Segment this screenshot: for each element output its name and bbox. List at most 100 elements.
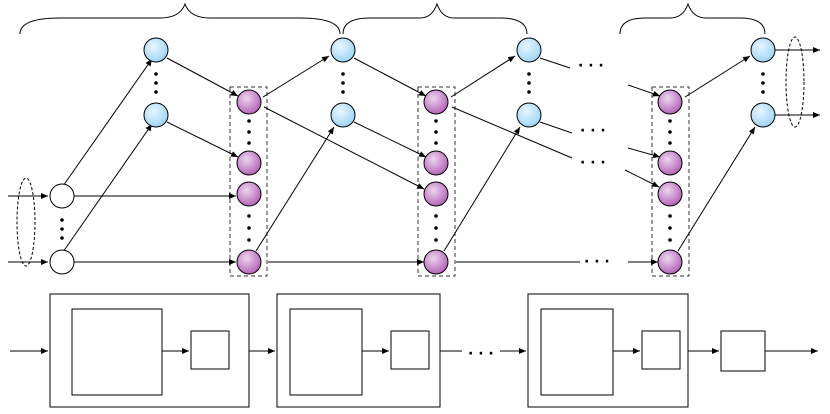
brace-1	[19, 2, 341, 35]
block-inner-large-3	[540, 308, 614, 396]
dashed-boxes	[229, 86, 690, 277]
input-node	[49, 249, 75, 275]
vdot	[434, 119, 438, 123]
purple-node	[423, 150, 449, 176]
block-inner-large-2	[289, 308, 363, 396]
vdot	[247, 226, 251, 230]
connections	[8, 47, 820, 265]
top-braces	[19, 2, 766, 35]
input-node	[49, 183, 75, 209]
vdot	[434, 214, 438, 218]
edge	[627, 147, 661, 158]
purple-node	[236, 89, 262, 115]
vdot	[247, 119, 251, 123]
blue-node	[330, 37, 356, 63]
edge	[262, 55, 330, 98]
block-inner-small-2	[390, 330, 430, 370]
purple-node	[423, 249, 449, 275]
edge	[62, 58, 153, 187]
dashed-box-1	[229, 86, 268, 277]
block-inner-small-1	[190, 330, 230, 370]
blue-node	[750, 102, 776, 128]
purple-node	[657, 150, 683, 176]
vdot	[434, 130, 438, 134]
dashed-box-2	[417, 86, 456, 277]
vdot	[761, 81, 765, 85]
block-final	[720, 330, 766, 372]
vdot	[341, 81, 345, 85]
blue-node	[143, 102, 169, 128]
edge	[624, 169, 660, 188]
edge	[539, 121, 573, 134]
vdot	[154, 81, 158, 85]
brace-2	[342, 2, 528, 35]
edge	[353, 57, 427, 97]
vdot	[527, 72, 531, 76]
purple-node	[657, 89, 683, 115]
edge	[677, 126, 756, 252]
purple-node	[423, 181, 449, 207]
horizontal-ellipsis: · · ·	[578, 58, 604, 74]
edge	[443, 126, 521, 252]
vdot	[668, 226, 672, 230]
output-ellipse	[785, 36, 805, 128]
horizontal-ellipsis: · · ·	[468, 346, 494, 362]
purple-node	[236, 181, 262, 207]
vdot	[247, 238, 251, 242]
vdot	[668, 119, 672, 123]
edge	[451, 106, 573, 159]
block-diagram	[10, 293, 818, 408]
vdot	[60, 227, 64, 231]
purple-node	[236, 249, 262, 275]
blue-node	[143, 37, 169, 63]
edge	[166, 57, 239, 97]
horizontal-ellipsis: · · ·	[584, 254, 610, 270]
vdot	[668, 141, 672, 145]
vdot	[247, 130, 251, 134]
vdot	[668, 238, 672, 242]
vdot	[247, 214, 251, 218]
vdot	[341, 90, 345, 94]
edge	[263, 106, 425, 190]
vdot	[527, 81, 531, 85]
vdot	[154, 90, 158, 94]
vdot	[60, 236, 64, 240]
blue-nodes	[143, 37, 776, 128]
purple-node	[423, 89, 449, 115]
horizontal-ellipsis: · · ·	[580, 155, 606, 171]
brace-3	[619, 2, 766, 35]
blue-node	[516, 37, 542, 63]
vdot	[434, 141, 438, 145]
vdot	[341, 72, 345, 76]
block-outer-3	[527, 293, 689, 408]
input-ellipse	[16, 177, 36, 267]
vdot	[527, 90, 531, 94]
edge	[450, 55, 516, 98]
dashed-box-3	[651, 86, 690, 277]
horizontal-ellipsis: · · ·	[580, 123, 606, 139]
purple-node	[236, 150, 262, 176]
edge	[353, 121, 427, 158]
block-inner-large-1	[71, 308, 163, 396]
blue-node	[750, 37, 776, 63]
purple-nodes	[236, 89, 683, 275]
vdot	[60, 218, 64, 222]
edge	[255, 126, 335, 252]
edge	[166, 121, 239, 158]
edge	[627, 84, 661, 97]
vdot	[154, 72, 158, 76]
purple-node	[657, 181, 683, 207]
purple-node	[657, 249, 683, 275]
edge	[539, 57, 571, 69]
vdot	[434, 238, 438, 242]
vdot	[761, 72, 765, 76]
edge	[684, 55, 751, 98]
vdot	[434, 226, 438, 230]
vertical-ellipsis-group	[60, 72, 765, 242]
vdot	[761, 90, 765, 94]
block-inner-small-3	[641, 330, 681, 370]
block-outer-2	[276, 293, 441, 408]
vdot	[247, 141, 251, 145]
